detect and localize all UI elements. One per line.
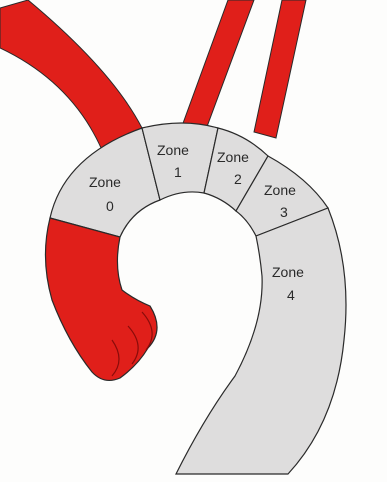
left-common-carotid-artery	[182, 0, 254, 132]
brachiocephalic-artery	[0, 0, 142, 150]
zone-1-label-word: Zone	[157, 142, 189, 158]
zone-4-region	[176, 208, 346, 474]
zone-0-label-word: Zone	[89, 174, 121, 190]
zone-2-label-number: 2	[234, 171, 242, 187]
zone-4-label-word: Zone	[272, 264, 304, 280]
zone-0-label-number: 0	[106, 198, 114, 214]
zone-3-label-word: Zone	[264, 182, 296, 198]
ascending-aorta-root	[45, 218, 157, 380]
zone-3-label-number: 3	[280, 204, 288, 220]
left-subclavian-artery	[254, 0, 306, 138]
zone-2-label-word: Zone	[217, 149, 249, 165]
zone-1-label-number: 1	[174, 164, 182, 180]
zone-4-label-number: 4	[287, 287, 295, 303]
